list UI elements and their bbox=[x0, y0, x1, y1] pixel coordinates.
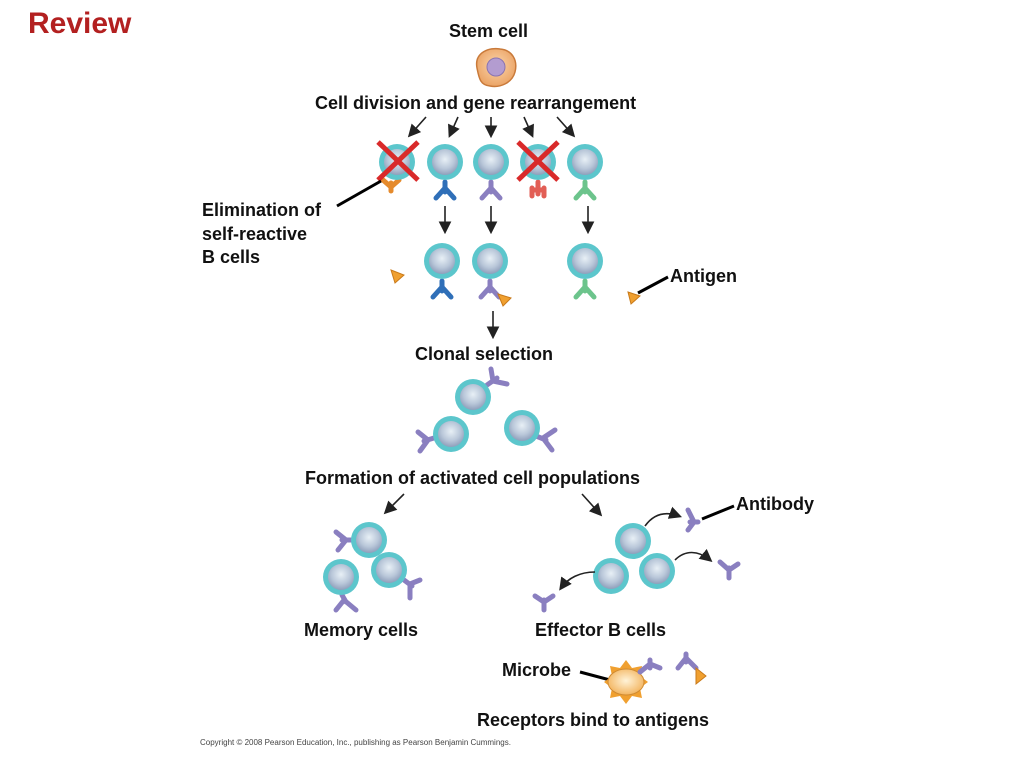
antigen-label: Antigen bbox=[670, 266, 737, 286]
microbe-leader bbox=[579, 670, 611, 682]
x-mark-icon bbox=[376, 140, 420, 182]
antigen-pointer-target bbox=[627, 291, 641, 305]
antigen-free bbox=[390, 269, 405, 284]
slide-title: Review bbox=[28, 7, 132, 40]
b-cell-blue-receptor bbox=[427, 144, 463, 201]
division-arrows bbox=[407, 116, 576, 139]
clone-cell-1 bbox=[455, 366, 510, 415]
antigen-leader bbox=[637, 275, 669, 295]
antibody-label: Antibody bbox=[736, 494, 814, 514]
secretion-arrow-1 bbox=[644, 506, 683, 527]
antibody-free-2 bbox=[717, 559, 741, 581]
clone-cell-2 bbox=[415, 416, 469, 454]
memory-cell-1 bbox=[333, 522, 387, 558]
division-label: Cell division and gene rearrangement bbox=[315, 93, 636, 113]
antibody-bound-2 bbox=[675, 651, 699, 671]
memory-cell-2 bbox=[323, 559, 359, 613]
effector-cells-label: Effector B cells bbox=[535, 620, 666, 640]
b-cell-blue-receptor-mature bbox=[424, 243, 460, 300]
receptors-bind-label: Receptors bind to antigens bbox=[477, 710, 709, 730]
secretion-arrow-2 bbox=[674, 548, 713, 563]
antigen-bound bbox=[695, 666, 707, 686]
memory-cell-3 bbox=[371, 552, 423, 601]
clonal-selection-label: Clonal selection bbox=[415, 344, 553, 364]
elimination-leader bbox=[336, 179, 382, 208]
elimination-label: Elimination of self-reactive B cells bbox=[202, 200, 326, 267]
survival-arrows bbox=[438, 206, 595, 235]
b-cell-green-receptor-mature bbox=[567, 243, 603, 300]
antibody-leader bbox=[701, 504, 735, 521]
clone-cell-3 bbox=[504, 410, 558, 453]
memory-arrow bbox=[383, 493, 405, 515]
b-cell-purple-receptor bbox=[473, 144, 509, 201]
copyright-text: Copyright © 2008 Pearson Education, Inc.… bbox=[200, 738, 511, 747]
stem-cell-label: Stem cell bbox=[449, 21, 528, 41]
antibody-free-1 bbox=[685, 507, 701, 533]
secretion-arrow-3 bbox=[559, 571, 596, 591]
microbe bbox=[604, 660, 648, 704]
stem-cell bbox=[475, 47, 517, 88]
microbe-label: Microbe bbox=[502, 660, 571, 680]
b-cell-green-receptor bbox=[567, 144, 603, 201]
x-mark-icon bbox=[516, 140, 560, 182]
effector-cell-1 bbox=[615, 523, 651, 559]
effector-cell-3 bbox=[639, 553, 675, 589]
effector-arrow bbox=[581, 493, 603, 517]
antibody-bound-1 bbox=[637, 657, 663, 675]
formation-label: Formation of activated cell populations bbox=[305, 468, 640, 488]
antibody-free-3 bbox=[532, 593, 556, 613]
b-cell-purple-receptor-mature bbox=[472, 243, 512, 307]
effector-cell-2 bbox=[593, 558, 629, 594]
memory-cells-label: Memory cells bbox=[304, 620, 418, 640]
